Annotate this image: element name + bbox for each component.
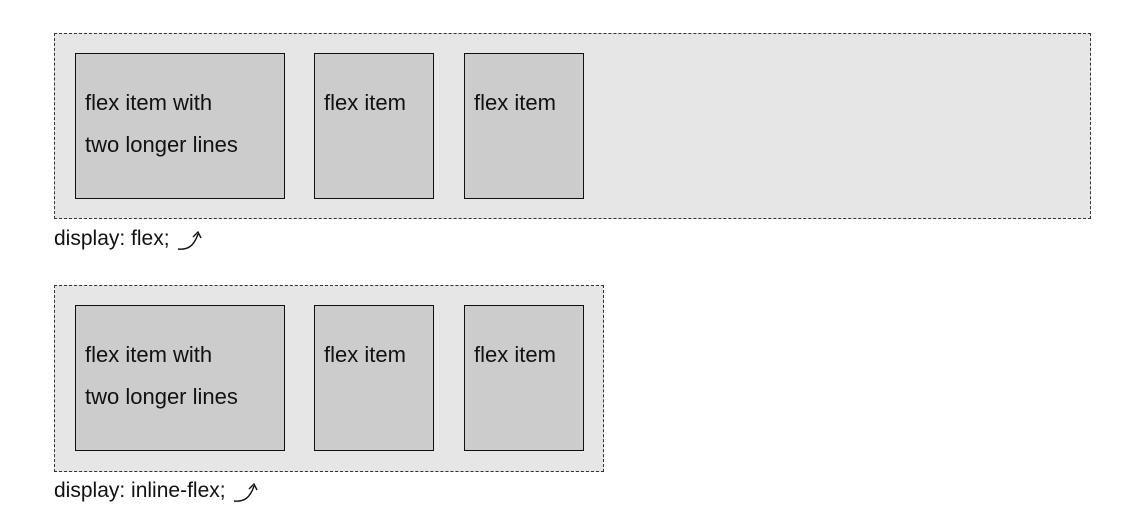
flex-item-long-line-2: two longer lines (85, 132, 238, 157)
flex-item-3: flex item (464, 53, 584, 199)
flex-caption: display: flex; (54, 226, 210, 252)
inline-flex-item-long-line-2: two longer lines (85, 384, 238, 409)
flex-item-long-line-1: flex item with (85, 90, 213, 115)
flex-caption-text: display: flex; (54, 227, 170, 250)
inline-flex-container: flex item with two longer lines flex ite… (54, 285, 604, 472)
inline-flex-caption-text: display: inline-flex; (54, 479, 226, 502)
flex-item-2: flex item (314, 53, 434, 199)
flex-item-2-label: flex item (324, 90, 406, 115)
inline-flex-item-2-label: flex item (324, 342, 406, 367)
inline-flex-item-3-label: flex item (474, 342, 556, 367)
inline-flex-caption: display: inline-flex; (54, 478, 266, 504)
flex-item-3-label: flex item (474, 90, 556, 115)
curved-arrow-up-right-icon (177, 230, 202, 250)
curved-arrow-up-right-icon (233, 482, 258, 502)
inline-flex-item-long-line-1: flex item with (85, 342, 213, 367)
flex-container: flex item with two longer lines flex ite… (54, 33, 1091, 219)
inline-flex-item-3: flex item (464, 305, 584, 451)
inline-flex-item-long: flex item with two longer lines (75, 305, 285, 451)
inline-flex-item-2: flex item (314, 305, 434, 451)
flex-item-long: flex item with two longer lines (75, 53, 285, 199)
